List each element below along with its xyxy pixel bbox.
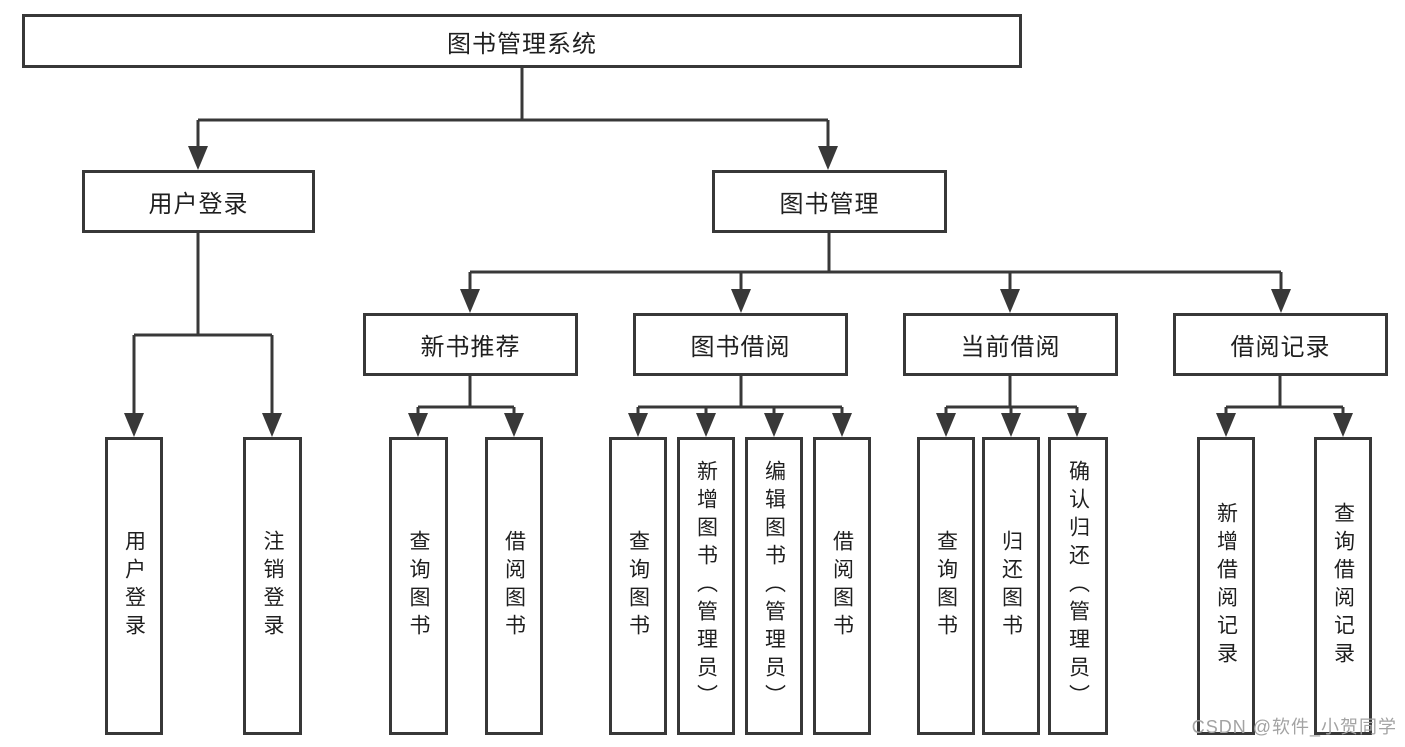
leaf-logout-login-label: 注销登录 [261,530,284,642]
tree-edges [132,68,1345,418]
leaf-current-query-books: 查询图书 [917,437,975,735]
leaf-current-return-books-label: 归还图书 [999,530,1023,642]
node-borrowing-records-label: 借阅记录 [1230,334,1331,361]
leaf-logout-login: 注销登录 [243,437,302,735]
leaf-borrowing-query-books: 查询图书 [609,437,667,735]
node-new-book-recommendation: 新书推荐 [363,313,578,376]
leaf-borrowing-add-books-admin: 新增图书（管理员） [677,437,735,735]
node-book-borrowing-label: 图书借阅 [690,334,791,361]
node-book-management: 图书管理 [712,170,947,233]
node-book-management-label: 图书管理 [779,191,880,218]
leaf-borrowing-borrow-books: 借阅图书 [813,437,871,735]
arrowheads [124,146,1353,437]
leaf-user-login: 用户登录 [105,437,163,735]
leaf-current-return-books: 归还图书 [982,437,1040,735]
node-user-login-label: 用户登录 [148,191,249,218]
leaf-recommend-query-books: 查询图书 [389,437,448,735]
node-current-borrowing: 当前借阅 [903,313,1118,376]
leaf-records-add-borrow-record: 新增借阅记录 [1197,437,1255,735]
leaf-current-confirm-return-admin: 确认归还（管理员） [1048,437,1108,735]
leaf-recommend-borrow-books-label: 借阅图书 [502,530,526,642]
leaf-borrowing-query-books-label: 查询图书 [626,530,650,642]
leaf-borrowing-edit-books-admin: 编辑图书（管理员） [745,437,803,735]
node-new-book-recommendation-label: 新书推荐 [420,334,521,361]
leaf-records-query-borrow-record: 查询借阅记录 [1314,437,1372,735]
leaf-current-query-books-label: 查询图书 [934,530,958,642]
node-user-login: 用户登录 [82,170,315,233]
csdn-watermark: CSDN @软件_小贺同学 [1191,717,1397,737]
node-root-system: 图书管理系统 [22,14,1022,68]
node-current-borrowing-label: 当前借阅 [960,334,1061,361]
leaf-current-confirm-return-admin-label: 确认归还（管理员） [1066,460,1090,712]
node-book-borrowing: 图书借阅 [633,313,848,376]
leaf-recommend-borrow-books: 借阅图书 [485,437,543,735]
leaf-borrowing-borrow-books-label: 借阅图书 [830,530,854,642]
leaf-borrowing-add-books-admin-label: 新增图书（管理员） [694,460,718,712]
leaf-user-login-label: 用户登录 [122,530,146,642]
leaf-borrowing-edit-books-admin-label: 编辑图书（管理员） [762,460,786,712]
leaf-records-query-borrow-record-label: 查询借阅记录 [1331,502,1355,670]
leaf-records-add-borrow-record-label: 新增借阅记录 [1214,502,1238,670]
node-borrowing-records: 借阅记录 [1173,313,1388,376]
node-root-label: 图书管理系统 [447,30,597,58]
leaf-recommend-query-books-label: 查询图书 [407,530,430,642]
